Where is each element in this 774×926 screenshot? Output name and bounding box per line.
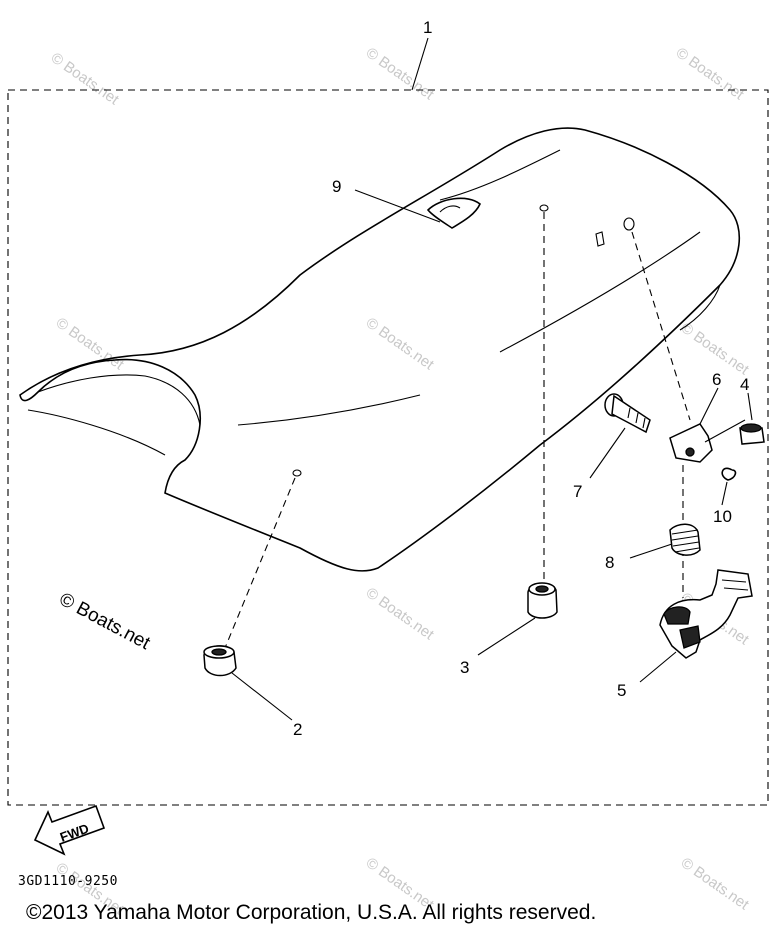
watermark-layer: © Boats.net © Boats.net © Boats.net © Bo… <box>48 44 753 918</box>
callout-3: 3 <box>460 658 469 677</box>
watermark: © Boats.net <box>363 44 438 103</box>
callout-6: 6 <box>712 370 721 389</box>
callout-9: 9 <box>332 177 341 196</box>
part-10-clip <box>721 467 737 481</box>
leader-8 <box>629 543 673 559</box>
fwd-label: FWD <box>58 821 91 845</box>
leader-7 <box>589 427 626 479</box>
callout-10: 10 <box>713 507 732 526</box>
leader-9 <box>354 189 441 223</box>
leader-5 <box>639 651 677 683</box>
callout-2: 2 <box>293 720 302 739</box>
callout-8: 8 <box>605 553 614 572</box>
seat <box>19 127 741 572</box>
leader-1 <box>411 37 429 91</box>
leader-4 <box>747 392 753 421</box>
part-8-spring <box>669 523 701 556</box>
watermark: © Boats.net <box>363 314 438 373</box>
part-code: 3GD1110-9250 <box>18 874 118 889</box>
watermark: © Boats.net <box>48 49 123 108</box>
assembly-border <box>7 89 769 806</box>
callout-7: 7 <box>573 482 582 501</box>
mount-line-2 <box>224 477 296 649</box>
leader-10 <box>721 481 728 506</box>
copyright-notice: ©2013 Yamaha Motor Corporation, U.S.A. A… <box>26 901 597 924</box>
watermark-stamp: © Boats.net <box>56 589 154 655</box>
part-2-damper <box>203 645 237 677</box>
leader-2 <box>231 672 293 721</box>
leader-3 <box>477 617 536 656</box>
watermark: © Boats.net <box>363 584 438 643</box>
mount-line-latch <box>631 231 691 421</box>
callout-5: 5 <box>617 681 626 700</box>
callout-1: 1 <box>423 18 432 37</box>
part-5-latch <box>659 569 753 659</box>
part-7-bolt <box>604 393 651 434</box>
watermark: © Boats.net <box>673 44 748 103</box>
callout-4: 4 <box>740 375 749 394</box>
part-4-nut <box>739 423 765 445</box>
leader-6 <box>699 387 719 425</box>
fwd-arrow-icon: FWD <box>33 804 106 856</box>
part-3-damper <box>527 582 558 619</box>
part-6-bracket <box>669 419 746 463</box>
watermark: © Boats.net <box>53 314 128 373</box>
